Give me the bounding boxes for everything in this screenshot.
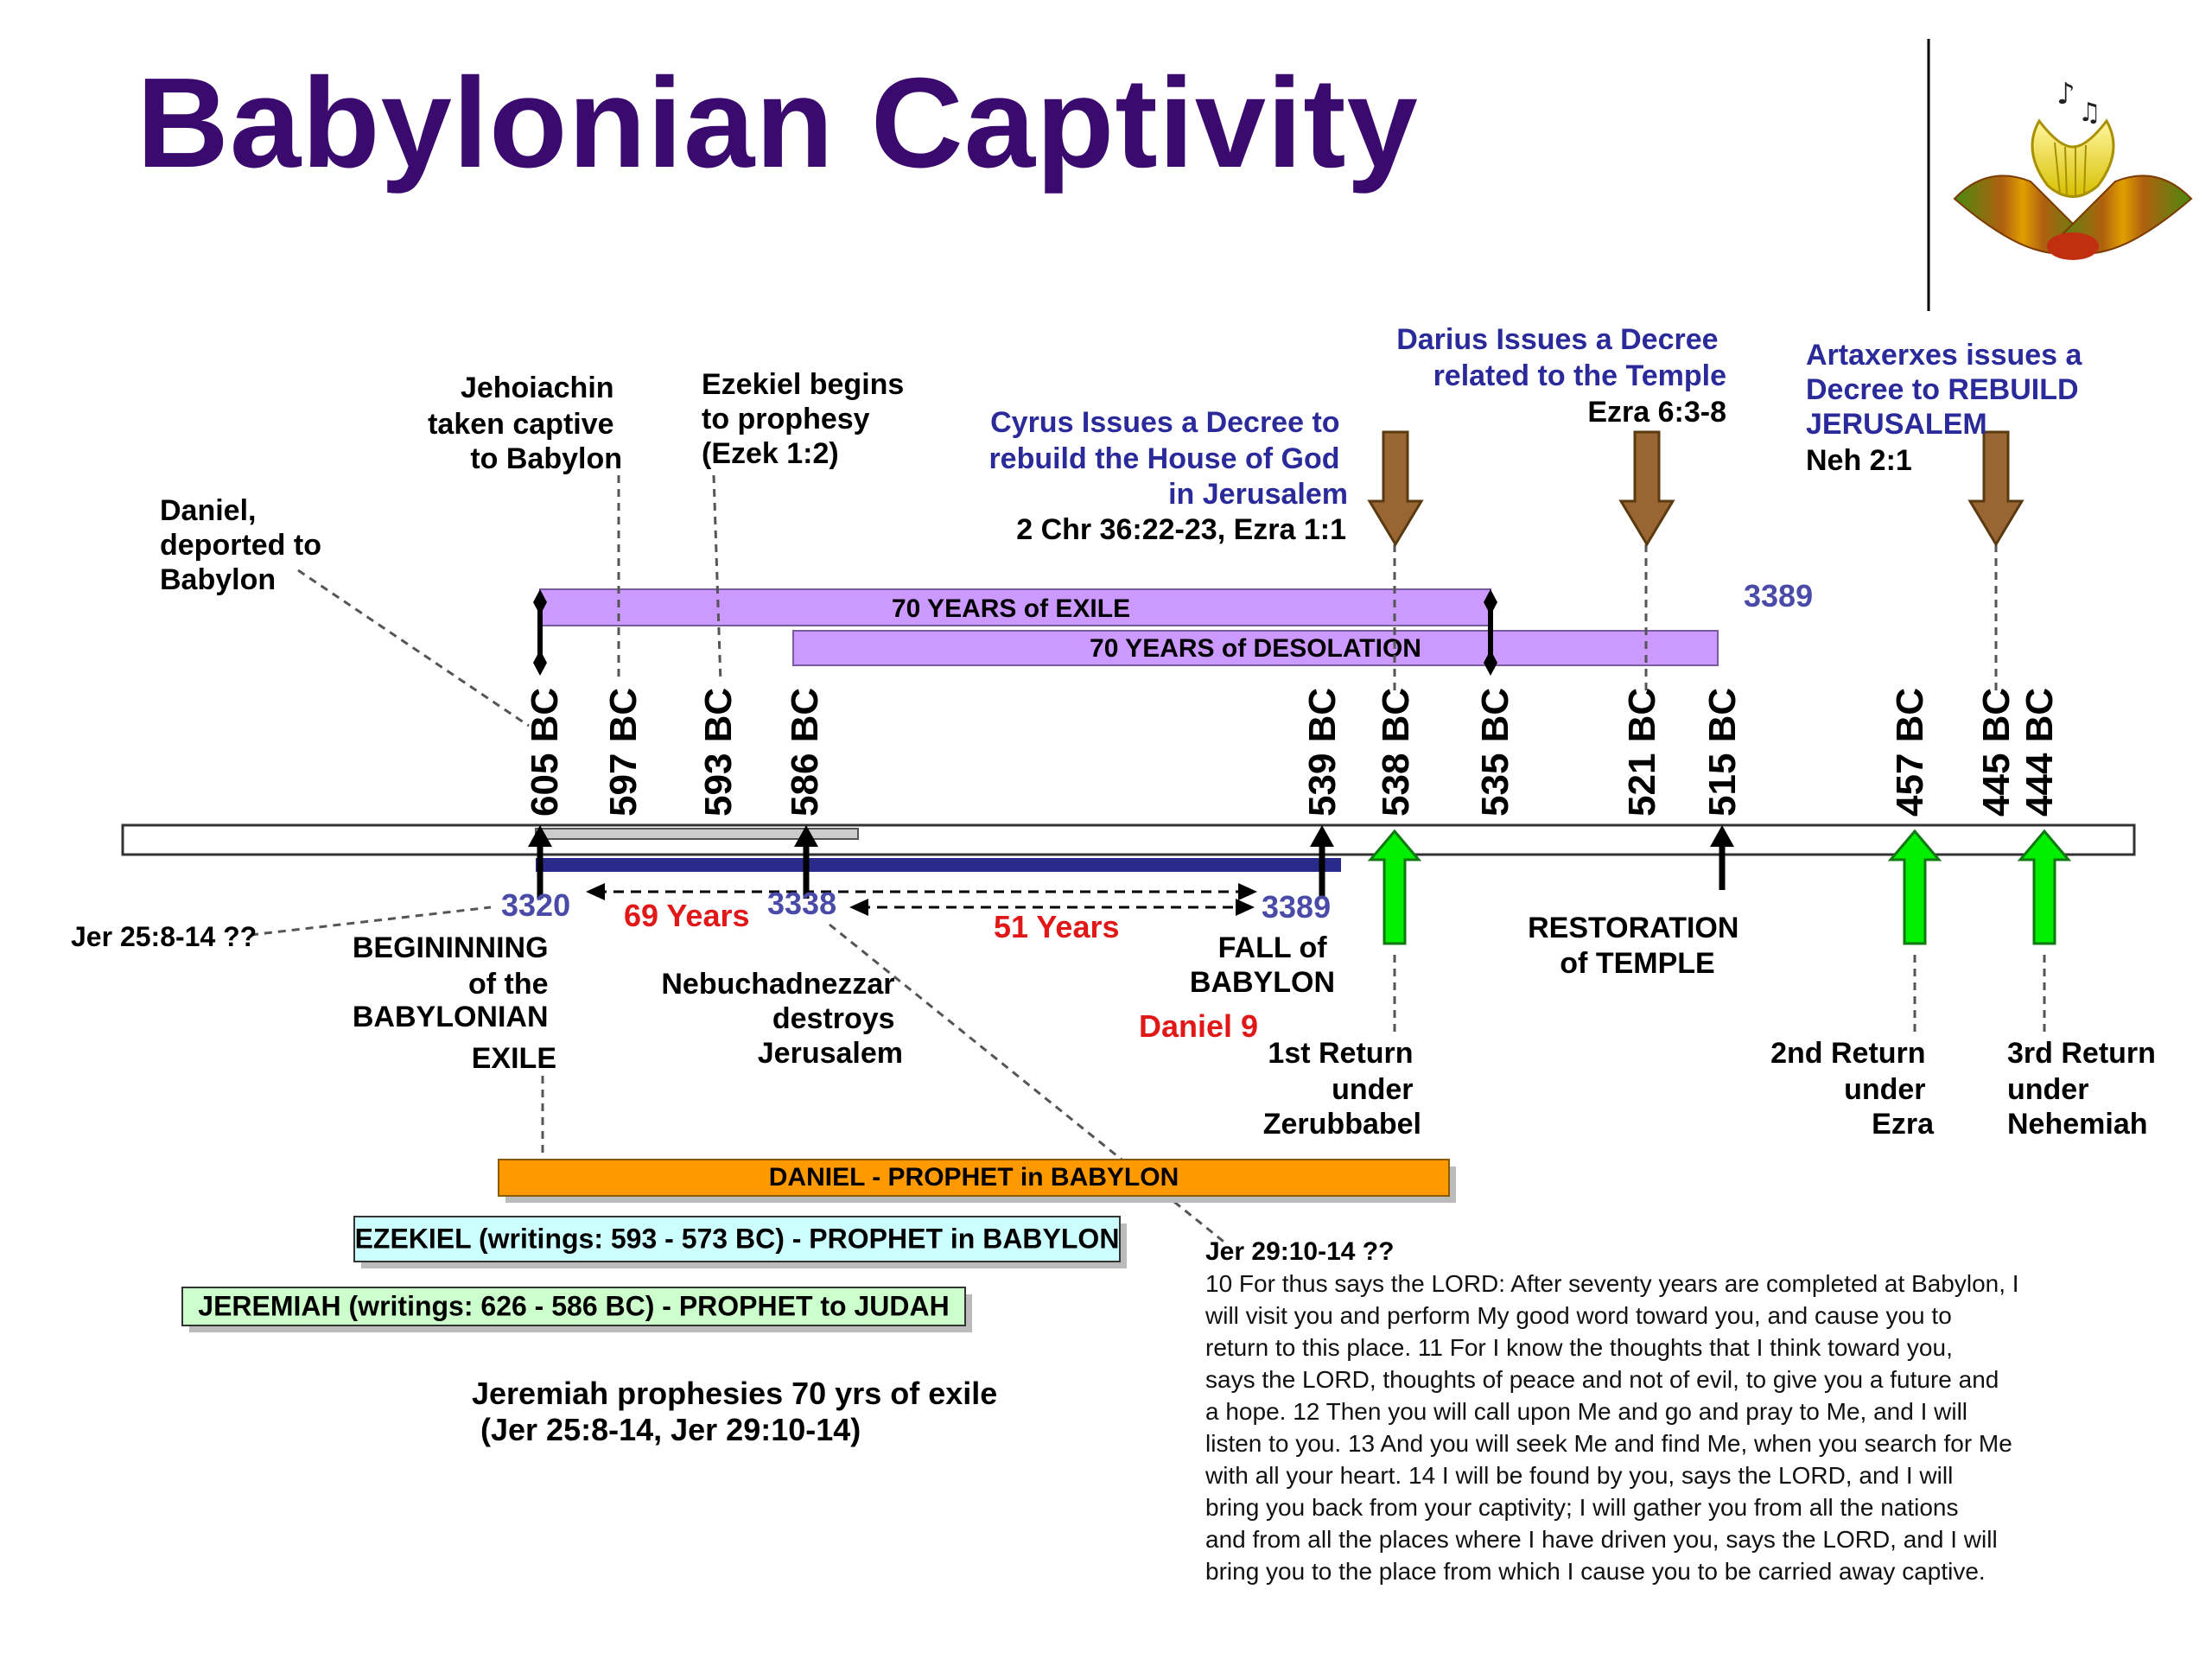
year-label: 521 BC [1621,688,1663,817]
verse-line: and from all the places where I have dri… [1205,1526,1998,1553]
return-arrow-icon [1887,829,1942,945]
event-jehoiachin: Jehoiachin taken captive to Babylon [428,372,622,475]
number-label: 3338 [767,886,836,921]
timeline-up-arrow [794,825,818,899]
connector-line [712,474,722,683]
span-label-69: 69 Years [624,898,750,933]
connector-line [297,569,530,728]
event-second-return: 2nd Return under Ezra [1770,1037,1935,1141]
exile-bar-label: 70 YEARS of EXILE [892,594,1130,623]
jeremiah-bar-label: JEREMIAH (writings: 626 - 586 BC) - PROP… [198,1290,949,1321]
svg-text:♫: ♫ [2078,98,2101,128]
jeremiah-prophesies-caption: Jeremiah prophesies 70 yrs of exile (Jer… [472,1376,1006,1447]
exile-start-marker [533,589,547,676]
timeline-up-arrow [1310,825,1334,899]
number-label: 3389 [1744,578,1813,613]
desolation-bar [792,630,1719,666]
exile-bar [539,588,1491,626]
verse-line: listen to you. 13 And you will seek Me a… [1205,1430,2012,1457]
event-third-return: 3rd Return under Nehemiah [2007,1037,2164,1141]
event-daniel-deported: Daniel, deported to Babylon [160,494,329,596]
verse-line: bring you to the place from which I caus… [1205,1558,1986,1585]
verse-line: says the LORD, thoughts of peace and not… [1205,1366,1999,1393]
year-label: 515 BC [1701,688,1744,817]
verse-text: 10 For thus says the LORD: After seventy… [1205,1270,2019,1585]
event-cyrus-ref: 2 Chr 36:22-23, Ezra 1:1 [1016,513,1346,546]
span-69-years [586,883,1257,900]
event-artaxerxes-decree: Artaxerxes issues a Decree to REBUILD JE… [1806,339,2090,441]
jer-reference: Jer 25:8-14 ?? [71,921,257,952]
timeline-up-arrow [528,825,552,899]
verse-line: bring you back from your captivity; I wi… [1205,1494,1959,1521]
ezekiel-bar: EZEKIEL (writings: 593 - 573 BC) - PROPH… [353,1216,1127,1268]
year-label: 535 BC [1474,688,1516,817]
decree-arrow-icon [1367,430,1424,547]
exile-end-marker [1484,589,1497,676]
year-label: 457 BC [1889,688,1931,817]
timeline-axis [121,823,2136,856]
year-label: 597 BC [602,688,645,817]
year-label: 444 BC [2018,688,2061,817]
event-artaxerxes-ref: Neh 2:1 [1806,444,1912,477]
event-first-return: 1st Return under Zerubbabel [1263,1037,1421,1141]
event-nebuchadnezzar: Nebuchadnezzar destroys Jerusalem [661,968,903,1070]
connector-line [829,923,1228,1246]
verse-line: a hope. 12 Then you will call upon Me an… [1205,1398,1967,1425]
year-label: 605 BC [524,688,566,817]
jeremiah-bar: JEREMIAH (writings: 626 - 586 BC) - PROP… [181,1287,972,1332]
year-label: 538 BC [1375,688,1417,817]
verse-line: return to this place. 11 For I know the … [1205,1334,1953,1361]
desolation-bar-label: 70 YEARS of DESOLATION [1090,634,1421,663]
span-label-51: 51 Years [994,909,1120,944]
timeline-up-arrow [1710,825,1734,890]
year-label: 539 BC [1301,688,1344,817]
page-title: Babylonian Captivity [137,52,1419,194]
decree-arrow-icon [1967,430,2024,547]
verse-line: will visit you and perform My good word … [1205,1302,1952,1329]
event-fall-of-babylon: FALL of BABYLON [1190,931,1335,999]
year-label: 445 BC [1975,688,2018,817]
svg-text:♪: ♪ [2056,77,2075,111]
verse-line: 10 For thus says the LORD: After seventy… [1205,1270,2019,1297]
event-restoration: RESTORATION of TEMPLE [1528,912,1747,980]
ezekiel-bar-label: EZEKIEL (writings: 593 - 573 BC) - PROPH… [355,1223,1120,1254]
year-label: 593 BC [697,688,740,817]
verse-line: with all your heart. 14 I will be found … [1205,1462,1953,1489]
event-daniel-9: Daniel 9 [1139,1008,1258,1044]
daniel-bar-label: DANIEL - PROPHET in BABYLON [769,1163,1179,1192]
number-label: 3320 [501,887,570,923]
event-beginning-exile: BEGININNING of the BABYLONIAN EXILE [353,931,556,1075]
verse-heading: Jer 29:10-14 ?? [1205,1237,1394,1266]
return-arrow-icon [2017,829,2072,945]
event-ezekiel-begins: Ezekiel begins to prophesy (Ezek 1:2) [702,368,912,470]
event-darius-decree: Darius Issues a Decree related to the Te… [1396,323,1726,392]
daniel-bar: DANIEL - PROPHET in BABYLON [498,1159,1456,1203]
event-cyrus-decree: Cyrus Issues a Decree to rebuild the Hou… [988,406,1348,511]
year-label: 586 BC [784,688,826,817]
span-51-years [849,899,1255,916]
decree-arrow-icon [1618,430,1675,547]
return-arrow-icon [1367,829,1422,945]
lyre-logo-icon: ♪ ♫ [1953,77,2193,260]
event-darius-ref: Ezra 6:3-8 [1587,396,1726,429]
number-label: 3389 [1262,889,1331,925]
exile-period-bar [536,858,1341,872]
